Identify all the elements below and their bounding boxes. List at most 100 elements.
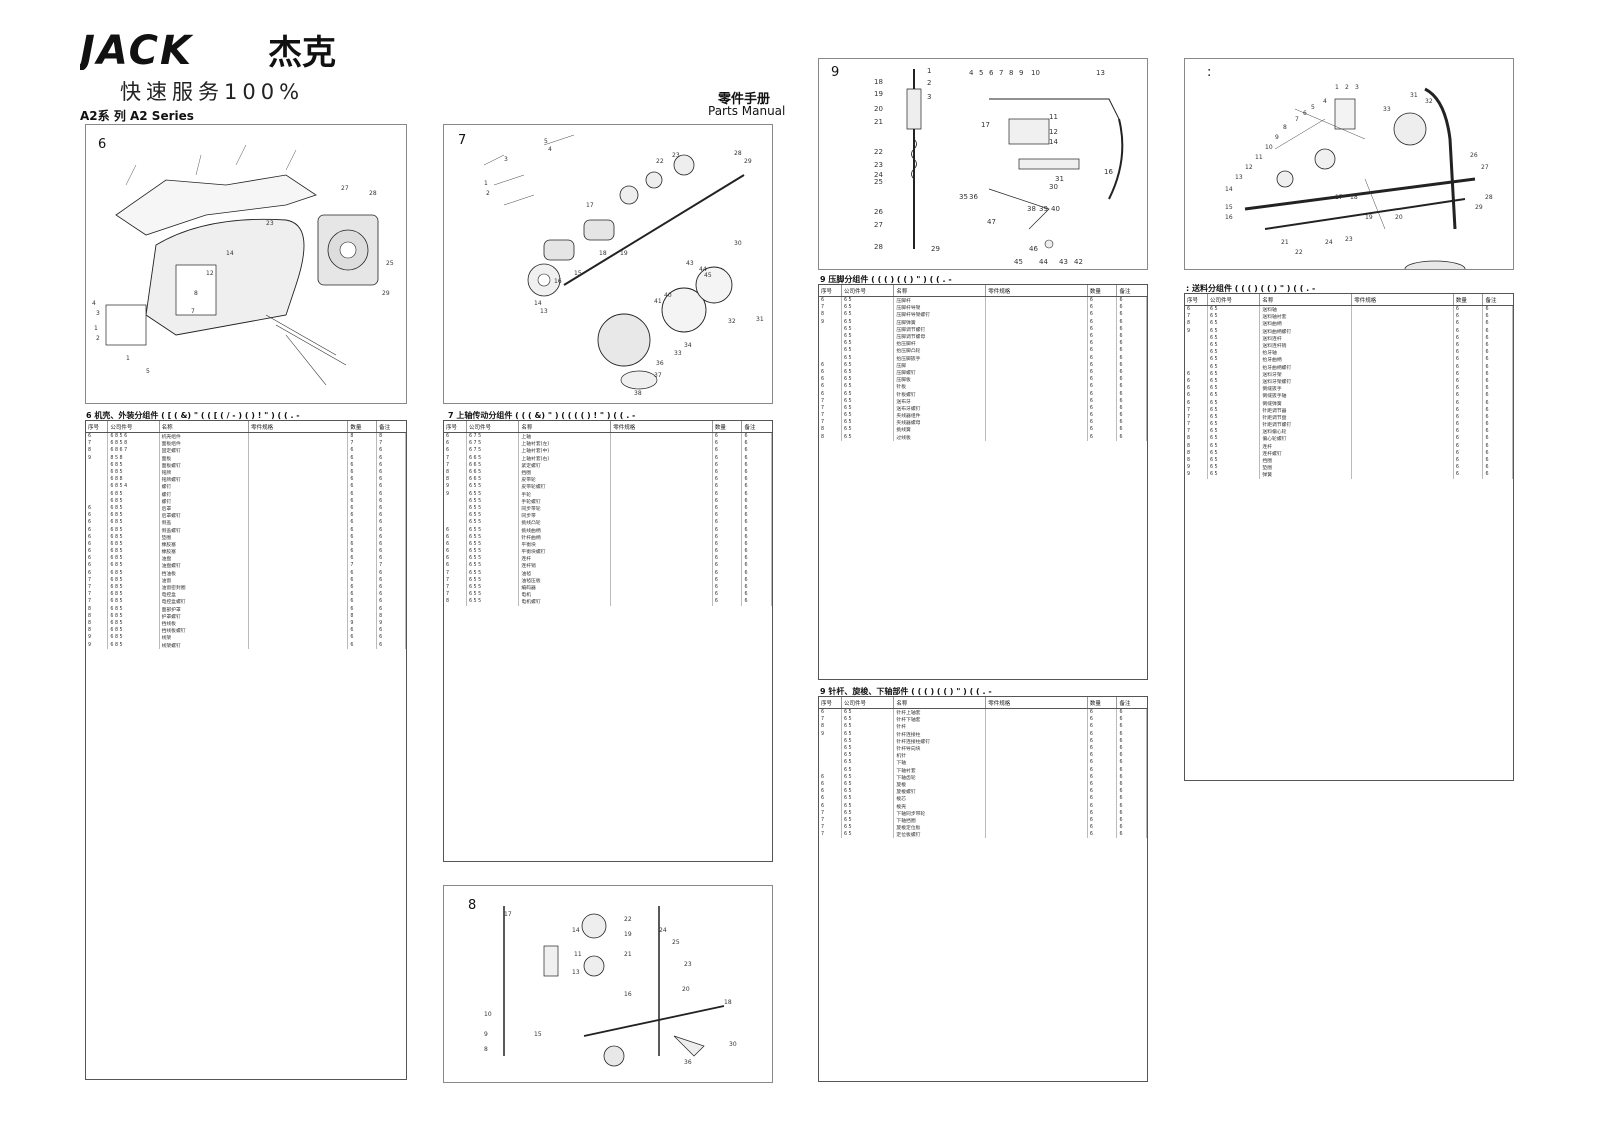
table-cell: 6 5 5 (467, 562, 520, 570)
table-cell: 针杆 (894, 723, 987, 731)
table-cell (986, 788, 1088, 796)
table-cell: 面部护罩 (160, 605, 250, 613)
table-cell: 6 (1483, 449, 1513, 457)
svg-text:39: 39 (1039, 205, 1048, 213)
table-cell (611, 490, 713, 498)
svg-text:28: 28 (734, 150, 742, 157)
table-cell: 压脚螺钉 (894, 368, 987, 377)
table-cell: 6 (1088, 759, 1118, 767)
svg-text:27: 27 (874, 221, 883, 229)
section-title-10: : 送料分组件 ( ( ( ) ( ( ) " ) ( ( . - (1186, 284, 1316, 293)
table-cell: 6 5 (842, 759, 895, 767)
svg-text:6: 6 (1303, 110, 1307, 117)
table-cell: 送布牙 (894, 397, 987, 405)
svg-text:33: 33 (674, 350, 682, 357)
table-cell: 6 (1117, 809, 1147, 817)
table-cell: 8 (444, 468, 467, 477)
table-cell: 6 (348, 483, 378, 491)
table-cell (1352, 456, 1454, 465)
table-cell: 6 (86, 504, 109, 513)
table-cell: 铭牌螺钉 (160, 476, 250, 484)
table-cell (611, 461, 713, 469)
table-cell: 6 5 (1208, 406, 1261, 414)
table-cell (819, 744, 842, 753)
table-cell: 6 (348, 504, 378, 513)
table-cell: 6 6 5 (467, 476, 520, 484)
table-cell: 6 (377, 598, 406, 606)
table-cell: 8 (819, 311, 842, 319)
table-cell (1352, 435, 1454, 443)
table-cell: 6 8 5 (108, 468, 160, 477)
table-cell: 6 (1117, 376, 1147, 384)
svg-text:44: 44 (1039, 258, 1048, 266)
svg-text:24: 24 (659, 927, 667, 934)
table-cell: 后罩螺钉 (160, 512, 250, 520)
table-cell: 6 (1088, 426, 1118, 434)
table-cell: 6 8 5 (108, 583, 160, 592)
table-cell: 6 5 (1208, 313, 1261, 321)
table-cell: 送料轴衬套 (1260, 313, 1353, 321)
table-cell: 6 (713, 461, 743, 469)
svg-text:20: 20 (682, 986, 690, 993)
table-cell: 上轴 (519, 433, 612, 441)
table-cell: 上轴衬套(中) (519, 447, 612, 455)
table-cell: 旋梭 (894, 780, 987, 789)
table-cell: 9 (86, 454, 109, 462)
table-cell (986, 383, 1088, 391)
table-cell: 7 (444, 583, 467, 592)
svg-text:46: 46 (1029, 245, 1038, 253)
svg-text:10: 10 (484, 1011, 492, 1018)
column-header: 备注 (379, 424, 391, 431)
table-cell: 6 8 5 (108, 512, 160, 520)
table-cell: 6 (1185, 392, 1208, 400)
table-cell: 6 (1185, 385, 1208, 393)
column-header: 零件规格 (1352, 294, 1454, 305)
table-cell: 6 (1088, 304, 1118, 312)
svg-text:7: 7 (191, 308, 195, 315)
table-cell: 6 (1185, 399, 1208, 407)
table-cell: 6 (348, 490, 378, 498)
table-cell: 6 (444, 447, 467, 455)
table-cell: 6 (742, 512, 772, 520)
svg-text:41: 41 (654, 298, 662, 305)
table-cell: 6 8 5 (108, 634, 160, 642)
table-cell: 6 8 5 (108, 591, 160, 599)
table-cell (986, 390, 1088, 398)
table-cell: 7 (1185, 421, 1208, 429)
table-cell: 6 (1117, 412, 1147, 420)
table-cell: 6 (1117, 304, 1147, 312)
table-cell: 6 5 (842, 802, 895, 810)
section-title-6: 6 机壳、外装分组件 ( [ ( &) " ( ( [ ( / - ) ( ) … (86, 411, 300, 420)
table-cell: 送料牙架 (1260, 370, 1353, 378)
svg-text:24: 24 (1325, 239, 1333, 246)
table-cell (249, 490, 349, 498)
table-cell: 6 (819, 383, 842, 391)
table-cell (1185, 356, 1208, 364)
svg-text:16: 16 (624, 991, 632, 998)
table-cell: 抬牙曲柄螺钉 (1260, 363, 1353, 371)
svg-text:19: 19 (1365, 214, 1373, 221)
table-cell: 送料牙架螺钉 (1260, 377, 1353, 386)
table-cell: 6 (1483, 327, 1513, 335)
column-header: 备注 (1119, 288, 1131, 295)
table-cell (986, 766, 1088, 774)
table-cell: 下轴齿轮 (894, 773, 987, 781)
table-cell: 6 5 5 (467, 512, 520, 520)
table-cell: 8 (819, 433, 842, 441)
table-cell: 挡线板 (160, 619, 250, 628)
table-cell: 6 (713, 497, 743, 505)
table-cell: 6 (1088, 368, 1118, 377)
